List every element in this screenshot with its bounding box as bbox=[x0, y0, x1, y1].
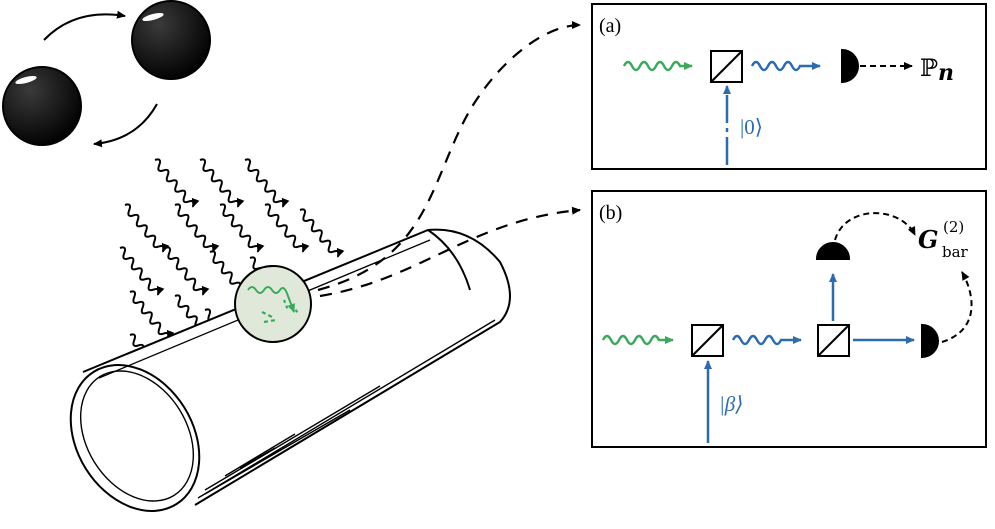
thermal-photon-wave-icon bbox=[264, 203, 310, 253]
thermal-photon-wave-icon bbox=[244, 158, 290, 208]
sphere-highlight-bottom bbox=[15, 75, 37, 85]
thermal-photon-wave-icon bbox=[219, 203, 265, 253]
thermal-photon-wave-icon bbox=[299, 208, 345, 258]
thermal-photon-wave-icon bbox=[124, 203, 170, 253]
panel-b-photodetector-top-icon bbox=[815, 242, 851, 260]
circular-arrow-top-icon bbox=[43, 10, 126, 41]
cylinder-shade-lines bbox=[197, 319, 496, 499]
green-emission-dash-3 bbox=[282, 299, 290, 311]
circular-arrow-bottom-icon bbox=[93, 103, 158, 148]
panel-b: (b) |β⟩ G (2) bar bbox=[591, 190, 987, 448]
thermal-photon-wave-icon bbox=[164, 246, 210, 296]
panel-b-correlation-arrow-right bbox=[941, 271, 973, 343]
black-sphere-bottom bbox=[2, 66, 82, 146]
cylinder-end-inner bbox=[79, 370, 195, 502]
panel-a-green-photon-icon bbox=[622, 60, 693, 72]
thermal-photon-wave-icon bbox=[154, 158, 200, 208]
panel-b-beam-splitter-2-diagonal bbox=[817, 324, 850, 357]
connector-to-panel-b bbox=[319, 206, 581, 298]
panel-a-blue-photon-icon bbox=[750, 60, 821, 72]
sphere-highlight-top bbox=[142, 12, 164, 22]
panel-b-output-superscript: (2) bbox=[943, 218, 964, 236]
panel-a-photodetector-icon bbox=[841, 48, 859, 84]
connector-to-panel-a bbox=[317, 21, 581, 292]
panel-b-output-symbol: G bbox=[918, 225, 939, 254]
thermal-photon-wave-icon bbox=[199, 158, 245, 208]
panel-a-output-label: ℙn bbox=[920, 54, 954, 86]
panel-b-photodetector-right-icon bbox=[921, 323, 939, 359]
interaction-region bbox=[234, 265, 312, 343]
cylinder bbox=[69, 228, 511, 512]
panel-b-green-photon-icon bbox=[601, 334, 674, 346]
panel-b-label: (b) bbox=[599, 202, 622, 224]
panel-a-beam-splitter-diagonal bbox=[710, 50, 743, 83]
panel-b-input-state: |β⟩ bbox=[719, 392, 743, 416]
panel-b-output-label: G bbox=[918, 225, 939, 254]
panel-b-beam-splitter-1-diagonal bbox=[691, 324, 724, 357]
panel-a: (a) |0⟩ ℙn bbox=[591, 3, 987, 170]
panel-b-blue-photon-icon bbox=[731, 334, 802, 346]
cylinder-back-curve bbox=[427, 229, 471, 291]
thermal-photon-wave-icon bbox=[174, 203, 220, 253]
panel-a-frame bbox=[591, 3, 987, 170]
panel-a-output-subscript: n bbox=[938, 60, 954, 86]
interaction-blob bbox=[234, 265, 312, 343]
green-emission-dash-2 bbox=[263, 318, 277, 324]
green-emission-dash-4 bbox=[291, 304, 299, 314]
panel-a-input-state: |0⟩ bbox=[740, 115, 763, 139]
black-sphere-top bbox=[131, 0, 211, 80]
thermal-photon-wave-icon bbox=[119, 246, 165, 296]
panel-a-label: (a) bbox=[599, 15, 621, 37]
green-emission-dash-1 bbox=[261, 311, 273, 318]
panel-a-output-symbol: ℙ bbox=[920, 54, 938, 82]
panel-b-correlation-arrow-top bbox=[834, 212, 916, 241]
panel-b-frame bbox=[591, 190, 987, 448]
panel-b-output-subscript: bar bbox=[942, 243, 969, 261]
thermal-photon-wave-icon bbox=[129, 290, 175, 340]
green-scatter-wave bbox=[247, 286, 295, 313]
sphere-pair bbox=[2, 0, 211, 148]
